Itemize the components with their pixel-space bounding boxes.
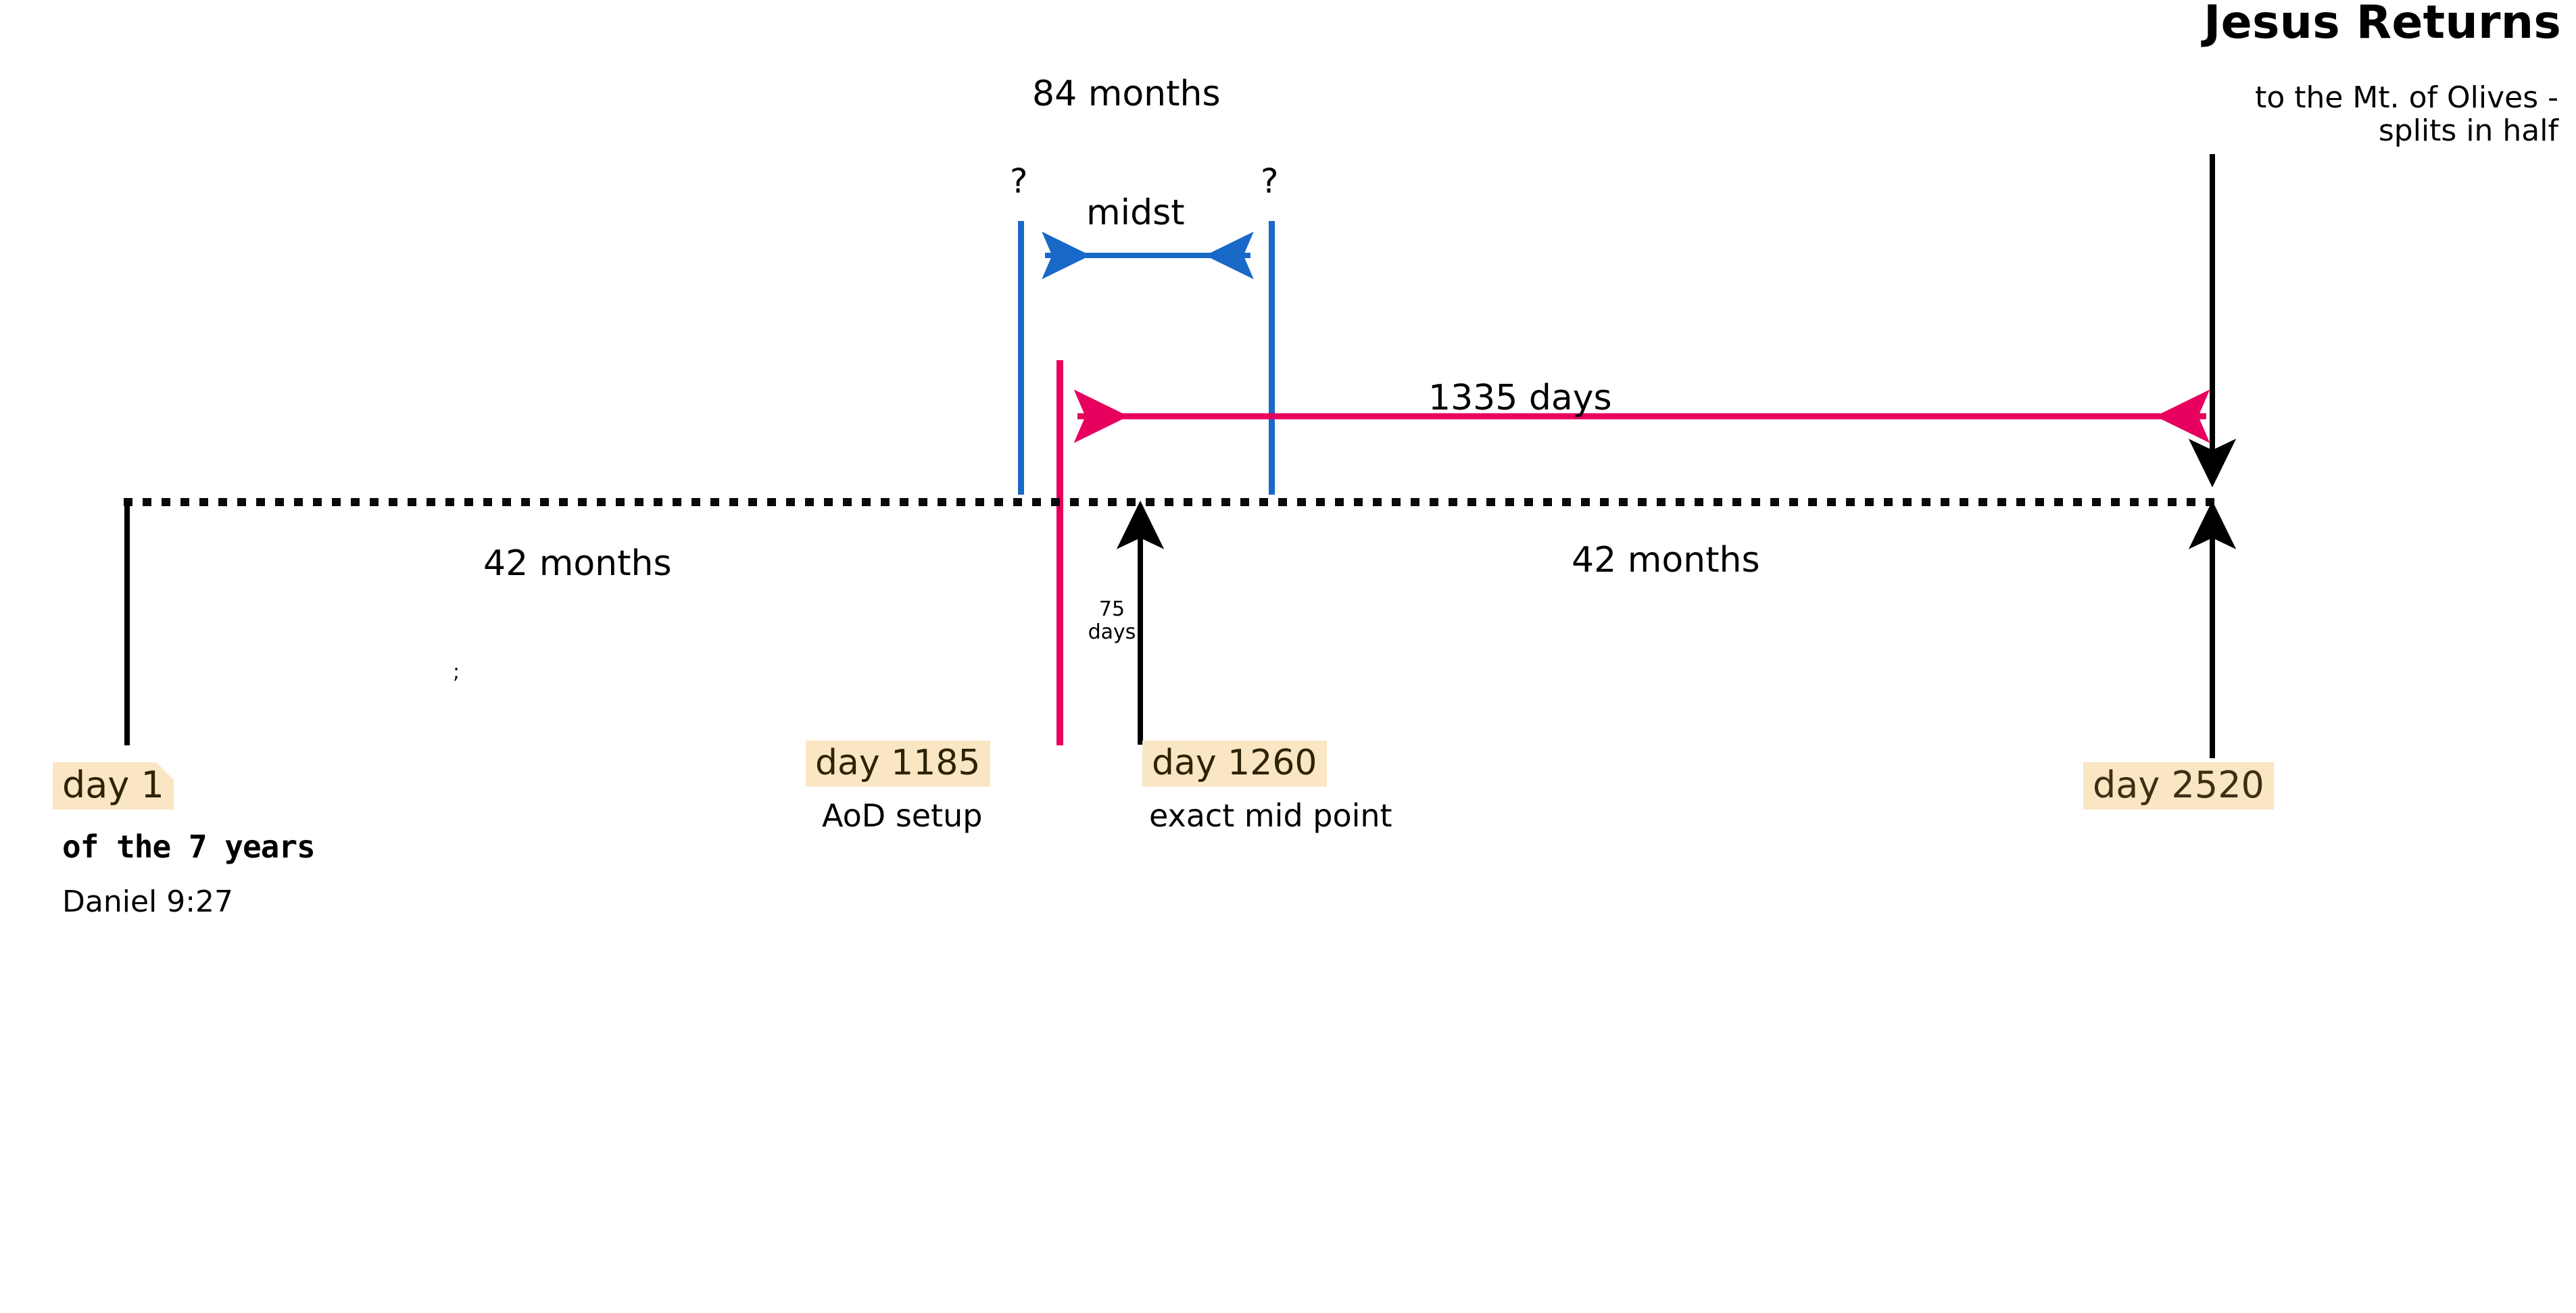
question-mark-right: ? (1261, 162, 1279, 201)
marker-day-2520: day 2520 (2083, 762, 2274, 810)
arrow-jesus-returns-down (2188, 153, 2237, 511)
question-mark-left: ? (1010, 162, 1028, 201)
caption-day-1-reference: Daniel 9:27 (62, 884, 234, 919)
blue-bracket-right (1269, 221, 1275, 495)
chip-day-2520: day 2520 (2083, 762, 2274, 810)
label-midst: midst (1086, 193, 1185, 233)
page-title: Jesus Returns (2204, 0, 2561, 49)
arrow-mid-point-up (1116, 493, 1165, 750)
label-75-days-unit: days (1088, 620, 1136, 644)
caption-day-1-bold: of the 7 years (62, 828, 316, 866)
arrow-1335-days (1046, 389, 2236, 443)
label-75-days: 75 days (1075, 598, 1149, 643)
label-84-months: 84 months (1032, 74, 1221, 114)
subtitle-block: to the Mt. of Olives - splits in half (2045, 81, 2558, 148)
marker-day-1: day 1 of the 7 years Daniel 9:27 (53, 762, 316, 919)
arrow-day-2520-up (2188, 493, 2237, 764)
pink-marker-line-day-1185 (1056, 360, 1063, 745)
marker-line-day-1 (124, 502, 130, 745)
scan-artifact-mark: ; (453, 660, 460, 684)
caption-day-1185: AoD setup (822, 797, 983, 835)
subtitle-line-1: to the Mt. of Olives - (2255, 80, 2558, 115)
timeline-axis (124, 498, 2214, 506)
marker-day-1185: day 1185 AoD setup (806, 741, 990, 834)
caption-day-1260: exact mid point (1149, 797, 1392, 835)
label-42-months-right: 42 months (1572, 540, 1760, 580)
chip-day-1185: day 1185 (806, 741, 990, 787)
blue-bracket-left (1018, 221, 1024, 495)
chip-day-1: day 1 (53, 762, 174, 810)
label-42-months-left: 42 months (483, 543, 672, 584)
midst-double-arrow (1014, 231, 1282, 280)
marker-day-1260: day 1260 exact mid point (1142, 741, 1392, 834)
subtitle-line-2: splits in half (2378, 114, 2558, 149)
label-75-days-number: 75 (1098, 597, 1125, 621)
chip-day-1260: day 1260 (1142, 741, 1327, 787)
label-1335-days: 1335 days (1428, 378, 1612, 418)
